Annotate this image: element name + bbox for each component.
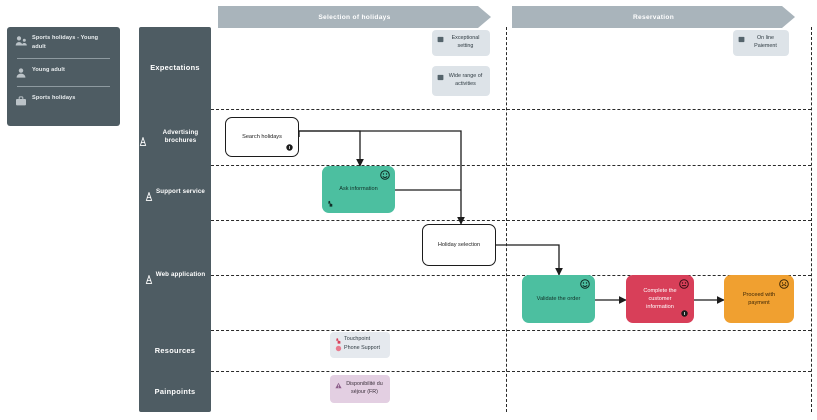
phase-arrow-tip: [782, 6, 795, 28]
phase-separator: [506, 27, 507, 412]
task-validate-the-order[interactable]: Validate the order: [522, 275, 595, 323]
lane-separator: [211, 165, 811, 166]
expectation-note-wide-range[interactable]: Wide range of activities: [432, 66, 490, 96]
task-proceed-with-payment[interactable]: Proceed with payment: [724, 275, 794, 323]
channel-icon: [145, 271, 153, 284]
task-holiday-selection[interactable]: Holiday selection: [422, 224, 496, 266]
persona-group-icon: [15, 35, 27, 47]
briefcase-icon: [15, 95, 27, 107]
persona-divider: [17, 86, 110, 88]
happy-face-icon: [580, 279, 590, 289]
pin-icon: [286, 144, 293, 152]
task-search-holidays[interactable]: Search holidays: [225, 117, 299, 157]
expectation-note-online-payment[interactable]: On line Paiement: [733, 30, 789, 56]
expectation-note-exceptional-setting[interactable]: Exceptional setting: [432, 30, 490, 56]
task-complete-customer-information[interactable]: Complete the customer information: [626, 275, 694, 323]
note-icon: [437, 74, 444, 81]
persona-item-0[interactable]: Sports holidays - Young adult: [15, 34, 112, 51]
phase-boundary-right: [810, 27, 812, 412]
lane-label-expectations[interactable]: Expectations: [150, 63, 200, 72]
phase-header-selection[interactable]: Selection of holidays: [218, 6, 504, 28]
lane-label-support-service[interactable]: Support service: [139, 165, 211, 220]
lane-separator: [211, 109, 811, 110]
channel-icon: [139, 133, 147, 146]
note-icon: [437, 36, 444, 43]
happy-face-icon: [380, 170, 390, 180]
phase-bar: [218, 6, 478, 28]
phase-bar: [512, 6, 782, 28]
phase-arrow-tip: [478, 6, 491, 28]
touchpoint-icon: [335, 337, 342, 344]
lane-label-resources[interactable]: Resources: [154, 345, 196, 355]
confused-face-icon: [679, 279, 689, 289]
resource-note[interactable]: Touchpoint Phone Support: [330, 332, 390, 358]
touch-icon: [327, 199, 334, 207]
phone-dot-icon: [335, 345, 342, 352]
persona-card[interactable]: Sports holidays - Young adult Young adul…: [7, 27, 120, 126]
persona-item-1[interactable]: Young adult: [15, 66, 112, 79]
persona-divider: [17, 58, 110, 60]
resource-row-phone-support: Phone Support: [335, 345, 385, 353]
lane-label-web-application[interactable]: Web application: [139, 220, 211, 330]
phase-header-reservation[interactable]: Reservation: [512, 6, 808, 28]
pin-icon: [681, 310, 688, 318]
pain-icon: [335, 382, 342, 389]
task-ask-information[interactable]: Ask information: [322, 166, 395, 213]
lane-label-column: Expectations Advertising brochures Suppo…: [139, 27, 211, 412]
resource-row-touchpoint: Touchpoint: [335, 336, 385, 344]
lane-separator: [211, 330, 811, 331]
channel-icon: [145, 188, 153, 201]
lane-label-advertising-brochures[interactable]: Advertising brochures: [139, 109, 211, 165]
lane-separator: [211, 275, 811, 276]
lane-separator: [211, 371, 811, 372]
painpoint-note[interactable]: Disponibilité du séjour (FR): [330, 375, 390, 403]
lane-label-painpoints[interactable]: Painpoints: [154, 386, 196, 396]
journey-grid: [211, 27, 812, 412]
lane-separator: [211, 220, 811, 221]
person-icon: [15, 67, 27, 79]
sad-face-icon: [779, 279, 789, 289]
persona-item-label: Sports holidays - Young adult: [32, 35, 99, 50]
persona-item-2[interactable]: Sports holidays: [15, 94, 112, 107]
persona-item-label: Young adult: [32, 67, 65, 74]
note-icon: [738, 36, 745, 43]
persona-item-label: Sports holidays: [32, 95, 76, 102]
